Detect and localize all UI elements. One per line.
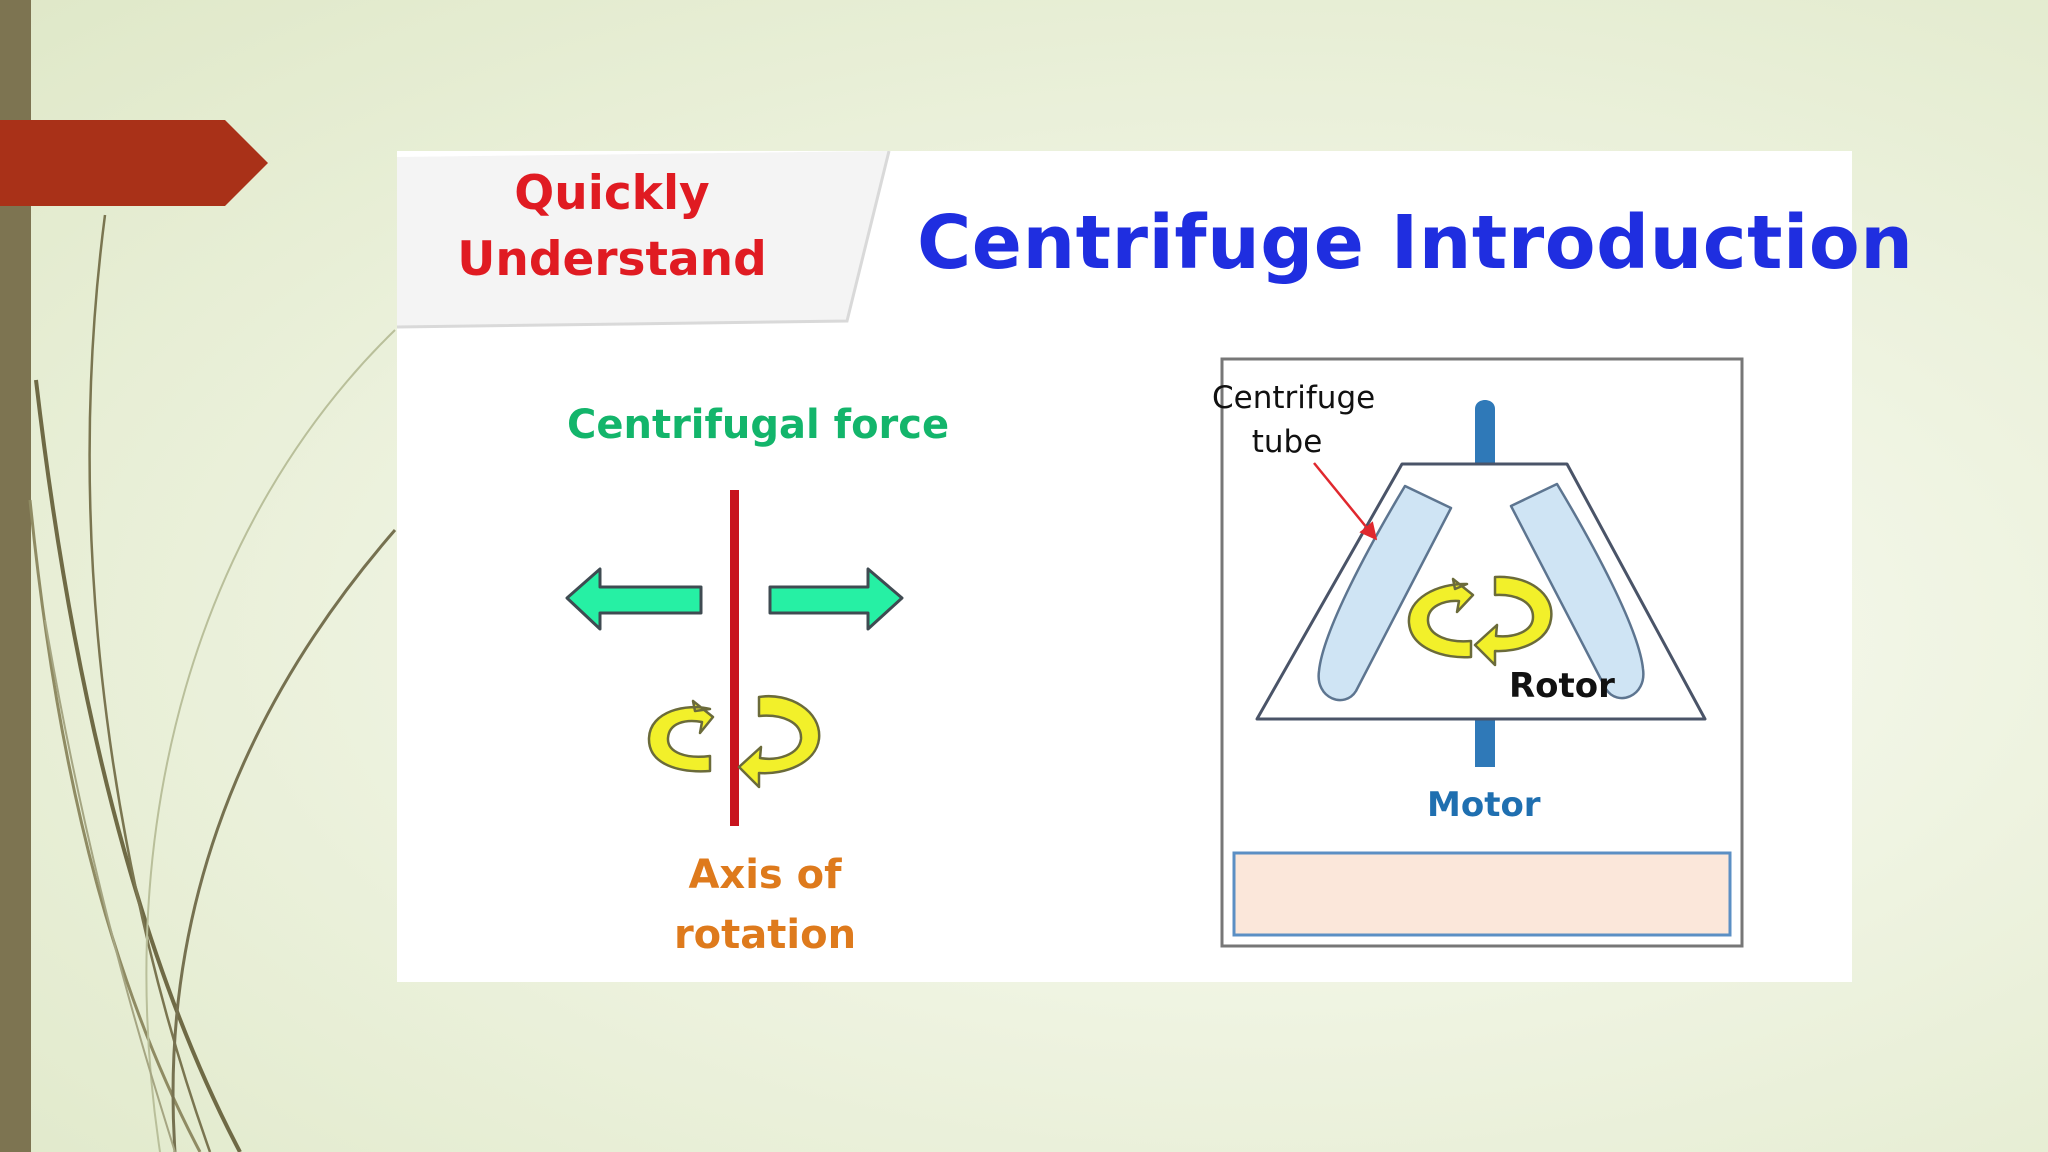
decorative-curves xyxy=(28,214,397,1152)
right-force-arrow xyxy=(768,567,904,631)
axis-of-rotation-line xyxy=(730,490,739,826)
slide-image: Quickly Understand Centrifuge Introducti… xyxy=(397,151,1913,982)
motor-label: Motor xyxy=(1427,785,1541,825)
centrifuge-tube-label: Centrifuge tube xyxy=(1212,380,1376,460)
badge-panel xyxy=(397,151,891,329)
diagram-graphics xyxy=(397,151,1744,948)
tube-pointer-arrow xyxy=(1313,462,1378,541)
centrifuge-tube-right xyxy=(1509,482,1645,700)
page-title: Centrifuge Introduction xyxy=(917,200,1914,286)
badge-text: Quickly Understand xyxy=(457,166,767,287)
left-force-arrow xyxy=(565,567,703,631)
centrifugal-force-label: Centrifugal force xyxy=(567,402,950,448)
rotation-arrows-left xyxy=(647,694,821,789)
rotation-arrows-right xyxy=(1407,575,1553,667)
title-ribbon xyxy=(0,120,268,206)
rotor-label: Rotor xyxy=(1509,666,1615,706)
